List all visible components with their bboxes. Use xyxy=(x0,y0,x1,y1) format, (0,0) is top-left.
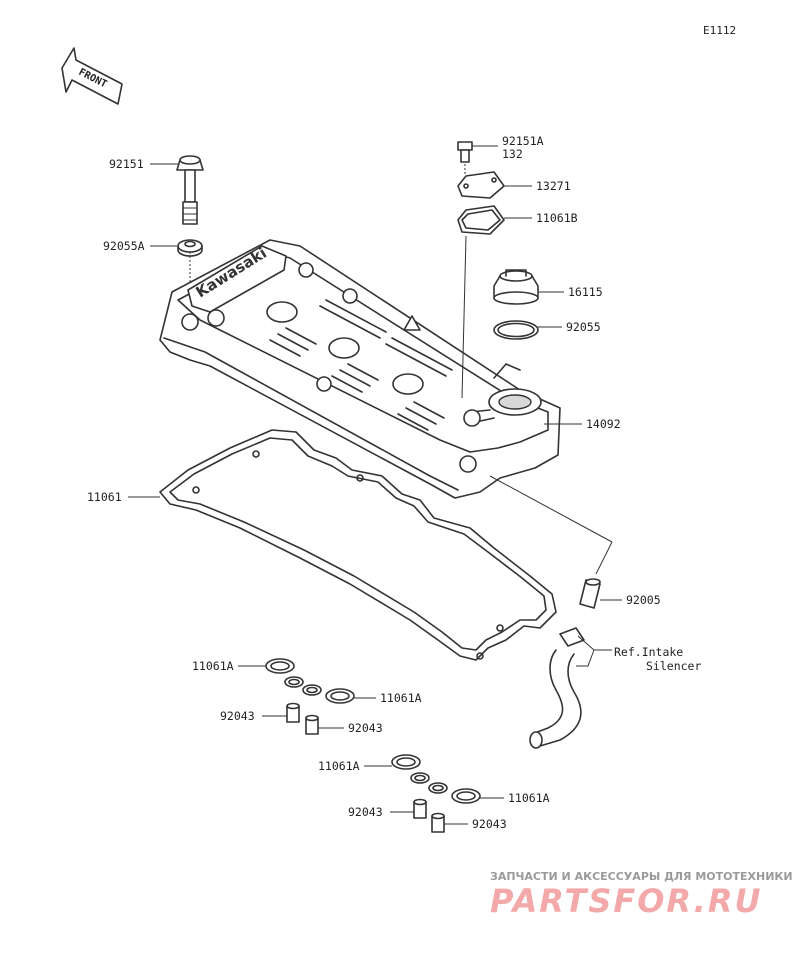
label-92005: 92005 xyxy=(626,593,661,607)
cylinder-head-cover-part: Kawasaki xyxy=(159,239,561,499)
breather-hose-part xyxy=(529,627,585,749)
filler-cap-16115-part xyxy=(493,269,539,305)
label-b-92043-1: 92043 xyxy=(348,805,383,819)
label-ref-intake: Ref.Intake xyxy=(614,645,683,659)
watermark-logo: PARTSFOR.RU xyxy=(490,882,762,920)
label-92055: 92055 xyxy=(566,320,601,334)
label-a-92043-2: 92043 xyxy=(348,721,383,735)
bolt-92151a-part xyxy=(457,141,473,163)
plug-92005-part xyxy=(579,578,601,609)
bolt-92151-part xyxy=(176,155,204,225)
seal-set-b xyxy=(391,754,481,833)
label-92151: 92151 xyxy=(109,157,144,171)
watermark-tagline: ЗАПЧАСТИ И АКСЕССУАРЫ ДЛЯ МОТОТЕХНИКИ xyxy=(490,870,793,883)
gasket-11061b-part xyxy=(457,205,505,235)
label-a-11061a-1: 11061A xyxy=(192,659,234,673)
label-a-92043-1: 92043 xyxy=(220,709,255,723)
label-132: 132 xyxy=(502,147,523,161)
label-16115: 16115 xyxy=(568,285,603,299)
label-a-11061a-2: 11061A xyxy=(380,691,422,705)
label-92151a: 92151A xyxy=(502,134,544,148)
cover-gasket-11061-part xyxy=(159,429,557,661)
label-b-11061a-2: 11061A xyxy=(508,791,550,805)
label-11061b: 11061B xyxy=(536,211,578,225)
label-14092: 14092 xyxy=(586,417,621,431)
label-13271: 13271 xyxy=(536,179,571,193)
label-92055a: 92055A xyxy=(103,239,145,253)
seal-set-a xyxy=(265,658,355,735)
front-arrow-icon: FRONT xyxy=(61,47,123,105)
label-b-11061a-1: 11061A xyxy=(318,759,360,773)
label-ref-silencer: Silencer xyxy=(646,659,701,673)
label-b-92043-2: 92043 xyxy=(472,817,507,831)
label-11061: 11061 xyxy=(87,490,122,504)
o-ring-92055-part xyxy=(493,320,539,340)
plate-13271-part xyxy=(457,171,505,199)
diagram-code: E1112 xyxy=(703,24,736,37)
